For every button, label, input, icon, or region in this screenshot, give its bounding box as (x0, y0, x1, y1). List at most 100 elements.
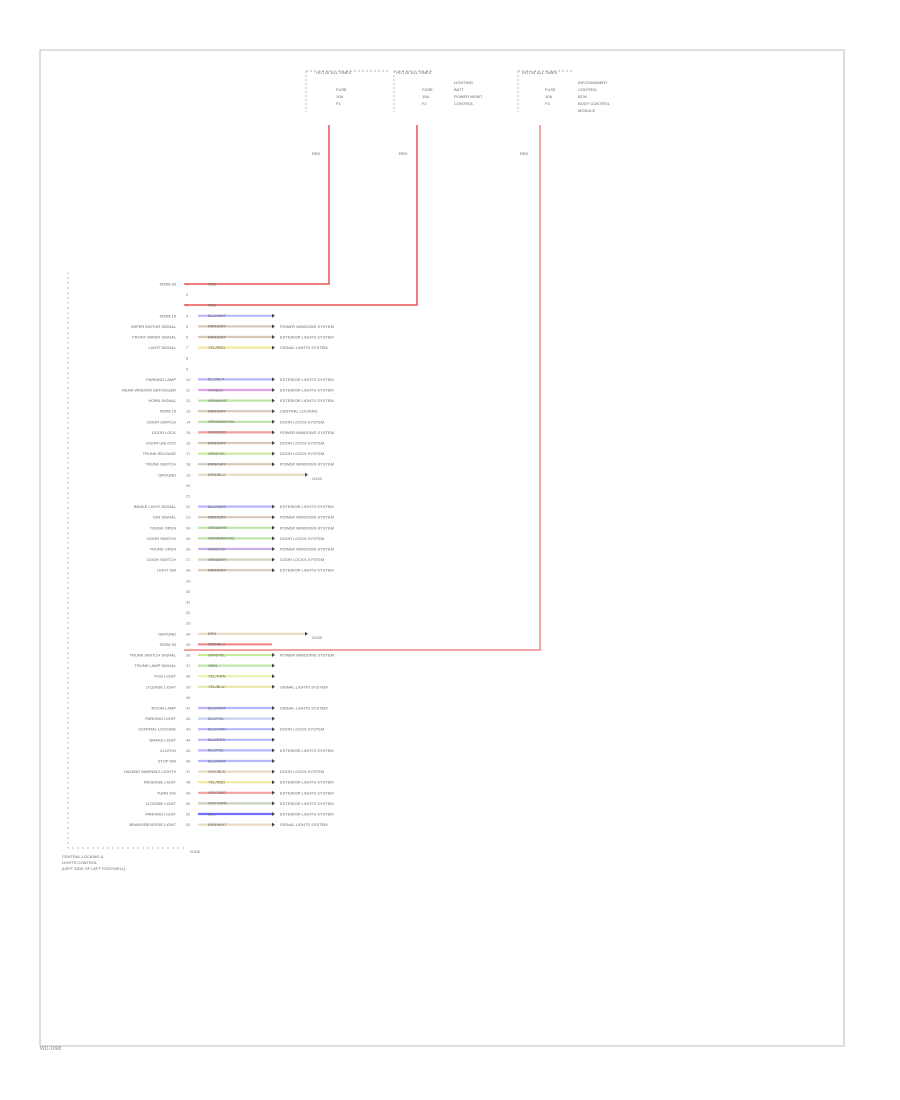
row-wire-color: GRN/BRN/YEL (208, 419, 236, 424)
row-pin-number: 4 (186, 313, 189, 318)
row-terminal-arrow (305, 472, 308, 477)
row-signal-label: GROUND (158, 472, 176, 477)
row-pin-number: 45 (186, 748, 191, 753)
row-pin-number: 39 (186, 684, 191, 689)
row-signal-label: TERM 30 (159, 282, 177, 287)
row-terminal-arrow (272, 409, 275, 414)
row-pin-number: 23 (186, 515, 191, 520)
row-wire-color: RED (208, 303, 217, 308)
row-destination: POWER WINDOWS SYSTEM (280, 653, 334, 658)
row-wire-color: BLU/WHT (208, 504, 227, 509)
row-signal-label: TERM 15 (159, 409, 177, 414)
row-wire-color: GRN/RED (208, 430, 227, 435)
row-terminal-arrow (272, 335, 275, 339)
row-wire-color: YEL/GRN (208, 674, 226, 679)
row-wire-color: BRN/GRY (208, 462, 226, 467)
connector-row: 33 (186, 621, 191, 626)
row-terminal-arrow (272, 748, 275, 753)
row-signal-label: PARKING LAMP (146, 377, 176, 382)
row-terminal-arrow (272, 451, 275, 456)
fuse-block-2-line-2: 15A (422, 94, 429, 99)
row-pin-number: 24 (186, 525, 191, 530)
feed-wire-2 (184, 125, 418, 306)
row-pin-number: 38 (186, 674, 191, 679)
fuse-block-1-wire: RED (312, 151, 321, 156)
row-signal-label: HORN SIGNAL (148, 398, 176, 403)
row-wire-color: VIO/BLK (208, 387, 224, 392)
row-wire-color: BRN (208, 631, 217, 636)
row-wire-color: YEL/RED (208, 345, 225, 350)
row-pin-number: 27 (186, 557, 191, 562)
row-destination: POWER WINDOWS SYSTEM (280, 430, 334, 435)
row-wire-color: BLU/WHT (208, 758, 227, 763)
row-signal-label: LICENSE LIGHT (146, 801, 177, 806)
row-signal-label: WIPER MOTOR SIGNAL (131, 324, 177, 329)
row-wire-color: GRN/YEL (208, 652, 226, 657)
fuse-block-2-line-3: F2 (422, 101, 427, 106)
fuse-block-3-label: HOT AT ALL TIMES (522, 70, 557, 75)
row-wire-color: BRN/GRY (208, 324, 226, 329)
row-pin-number: 17 (186, 451, 191, 456)
fuse-block-3-side-2: CONTROL (578, 87, 598, 92)
row-destination: SIGNAL LIGHTS SYSTEM (280, 345, 328, 350)
row-pin-number: 32 (186, 610, 191, 615)
row-signal-label: TRUNK OPEN (150, 525, 176, 530)
row-terminal-arrow (305, 631, 308, 636)
row-signal-label: FOG LIGHT (154, 674, 176, 679)
row-destination: G104 (312, 476, 323, 481)
row-signal-label: TERM 30 (159, 642, 177, 647)
row-signal-label: CENTRAL LOCKING (138, 727, 176, 732)
feed-wire-3 (184, 125, 541, 651)
row-terminal-arrow (272, 345, 275, 350)
row-wire-color: BRN/GRY (208, 440, 226, 445)
row-terminal-arrow (272, 388, 275, 392)
diagram-code: WD-1098 (40, 1046, 62, 1052)
row-signal-label: IGN SIGNAL (153, 515, 177, 520)
row-destination: EXTERIOR LIGHTS SYSTEM (280, 504, 334, 509)
connector-row: FOG LIGHT 38 YEL/GRN (154, 674, 275, 679)
fuse-block-1-label: HOT AT ALL TIMES (316, 70, 351, 75)
row-pin-number: 50 (186, 801, 191, 806)
row-pin-number: 28 (186, 568, 191, 573)
row-destination: EXTERIOR LIGHTS SYSTEM (280, 335, 334, 340)
row-destination: CENTRAL LOCKING (280, 409, 318, 414)
fuse-block-3-side-1: INFOTAINMENT (578, 80, 608, 85)
row-destination: POWER WINDOWS SYSTEM (280, 515, 334, 520)
row-terminal-arrow (272, 663, 275, 668)
row-signal-label: PARKING LIGHT (145, 812, 176, 817)
row-pin-number: 15 (186, 430, 191, 435)
row-terminal-arrow (272, 557, 275, 562)
row-wire-color: GRN/VIO (208, 546, 225, 551)
row-terminal-arrow (272, 727, 275, 732)
row-destination: DOOR LOCKS SYSTEM (280, 557, 324, 562)
row-wire-color: BLU/WHT (208, 313, 227, 318)
row-terminal-arrow (272, 324, 275, 329)
module-boundary (67, 272, 184, 849)
fuse-block-1: HOT AT ALL TIMES FUSE 10A F1 RED (305, 70, 388, 156)
row-pin-number: 48 (186, 780, 191, 785)
row-terminal-arrow (272, 398, 275, 403)
row-pin-number: 43 (186, 727, 191, 732)
row-destination: EXTERIOR LIGHTS SYSTEM (280, 568, 334, 573)
row-terminal-arrow (272, 674, 275, 679)
row-destination: EXTERIOR LIGHTS SYSTEM (280, 388, 334, 393)
row-terminal-arrow (272, 515, 275, 520)
row-wire-color: GRY/BLK (208, 769, 226, 774)
